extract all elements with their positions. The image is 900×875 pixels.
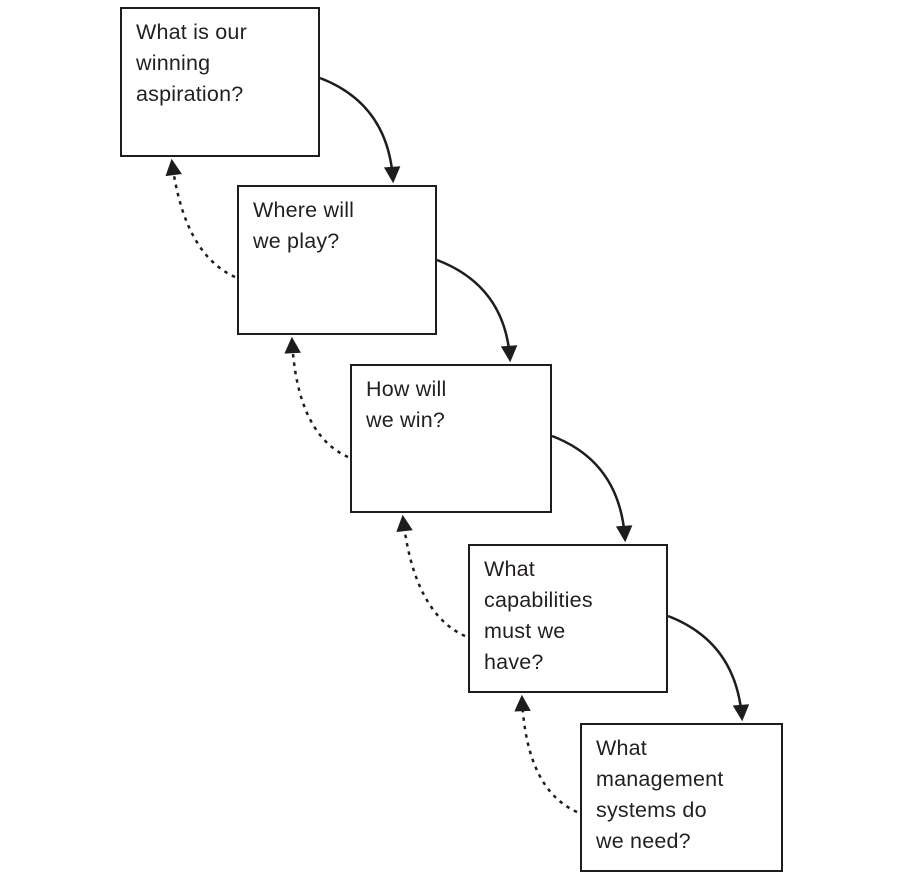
dashed-arrow-capabilities-to-how <box>396 514 466 638</box>
box-where-to-play: Where will we play? <box>237 185 437 335</box>
box-management-systems: What management systems do we need? <box>580 723 783 872</box>
solid-arrow-where-to-how <box>436 258 518 363</box>
box-where-to-play-label: Where will we play? <box>253 198 355 253</box>
box-winning-aspiration-label: What is our winning aspiration? <box>136 20 247 106</box>
box-management-systems-label: What management systems do we need? <box>596 736 724 853</box>
box-capabilities: What capabilities must we have? <box>468 544 668 693</box>
box-how-to-win-label: How will we win? <box>366 377 447 432</box>
solid-arrow-how-to-capabilities <box>551 434 633 543</box>
dashed-arrow-systems-to-capabilities <box>514 694 578 814</box>
box-capabilities-label: What capabilities must we have? <box>484 557 593 674</box>
dashed-arrow-how-to-where <box>284 336 349 459</box>
solid-arrow-aspiration-to-where <box>319 76 401 184</box>
solid-arrow-capabilities-to-systems <box>667 614 750 722</box>
box-how-to-win: How will we win? <box>350 364 552 513</box>
dashed-arrow-where-to-aspiration <box>165 158 236 279</box>
box-winning-aspiration: What is our winning aspiration? <box>120 7 320 157</box>
